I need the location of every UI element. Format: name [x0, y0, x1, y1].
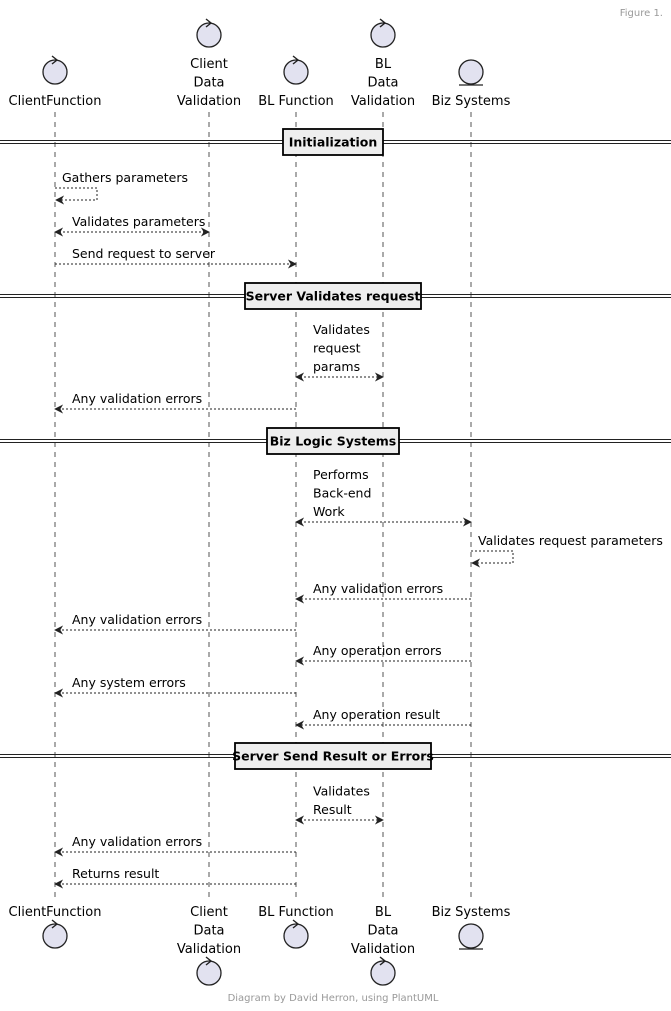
message: Any validation errors [54, 391, 296, 414]
section-title: Biz Logic Systems [270, 434, 397, 449]
section-title: Server Send Result or Errors [232, 749, 434, 764]
control-icon [42, 919, 68, 949]
participant-label: ClientFunction [9, 94, 102, 109]
participant-label: Validation [177, 942, 241, 957]
control-icon [283, 919, 309, 949]
participant-label: Client [190, 57, 228, 72]
message: Any validation errors [54, 834, 296, 857]
self-arrow [471, 550, 514, 568]
footer-credit: Diagram by David Herron, using PlantUML [228, 993, 439, 1004]
message: Validates request parameters [471, 533, 663, 568]
message-label: Validates parameters [72, 214, 205, 229]
message: Any system errors [54, 675, 296, 698]
message-label: Back-end [313, 486, 371, 501]
message-label: Gathers parameters [62, 170, 188, 185]
message-label: Performs [313, 467, 369, 482]
section-divider: Server Send Result or Errors [0, 742, 671, 770]
control-icon [42, 55, 68, 85]
participant-label: Data [367, 76, 398, 91]
message-label: Returns result [72, 866, 159, 881]
message-label: Send request to server [72, 246, 216, 261]
participant-label: Validation [351, 942, 415, 957]
participant-label: BL Function [258, 94, 334, 109]
self-arrow [55, 187, 98, 205]
control-icon [283, 55, 309, 85]
message: Returns result [54, 866, 296, 889]
participant-label: Client [190, 905, 228, 920]
message: Any validation errors [54, 612, 296, 635]
section-title: Server Validates request [246, 289, 421, 304]
lifelines [54, 112, 472, 902]
message-label: request [313, 341, 361, 356]
message: Gathers parameters [55, 170, 188, 205]
message: Validates parameters [54, 214, 210, 237]
message-label: Validates [313, 784, 370, 799]
participant-label: Data [193, 76, 224, 91]
message: Validates request params [295, 322, 384, 382]
message-label: Any validation errors [72, 391, 202, 406]
participant-label: Validation [351, 94, 415, 109]
message-label: Any validation errors [72, 612, 202, 627]
participant-label: Biz Systems [432, 94, 511, 109]
entity-icon [458, 923, 484, 950]
participant-label: BL Function [258, 905, 334, 920]
participant-label: Biz Systems [432, 905, 511, 920]
message: Any operation errors [295, 643, 471, 666]
participant-label: Data [193, 924, 224, 939]
message-label: Result [313, 802, 352, 817]
section-divider: Initialization [0, 128, 671, 156]
section-divider: Biz Logic Systems [0, 427, 671, 455]
message: Any operation result [295, 707, 471, 730]
entity-icon [458, 59, 484, 86]
participant-label: Data [367, 924, 398, 939]
control-icon [196, 18, 222, 48]
participant-label: BL [375, 905, 392, 920]
message: Any validation errors [295, 581, 471, 604]
message-label: Validates request parameters [478, 533, 663, 548]
message-label: Any validation errors [313, 581, 443, 596]
participant-label: ClientFunction [9, 905, 102, 920]
message-label: params [313, 359, 360, 374]
figure-label: Figure 1. [620, 8, 663, 19]
control-icon [370, 956, 396, 986]
message-label: Validates [313, 322, 370, 337]
control-icon [196, 956, 222, 986]
message-label: Any system errors [72, 675, 186, 690]
message-label: Any operation result [313, 707, 440, 722]
control-icon [370, 18, 396, 48]
section-title: Initialization [289, 135, 378, 150]
participant-label: Validation [177, 94, 241, 109]
message-label: Any validation errors [72, 834, 202, 849]
message-label: Any operation errors [313, 643, 442, 658]
section-divider: Server Validates request [0, 282, 671, 310]
participant-label: BL [375, 57, 392, 72]
message-label: Work [313, 504, 345, 519]
message: Send request to server [55, 246, 297, 269]
